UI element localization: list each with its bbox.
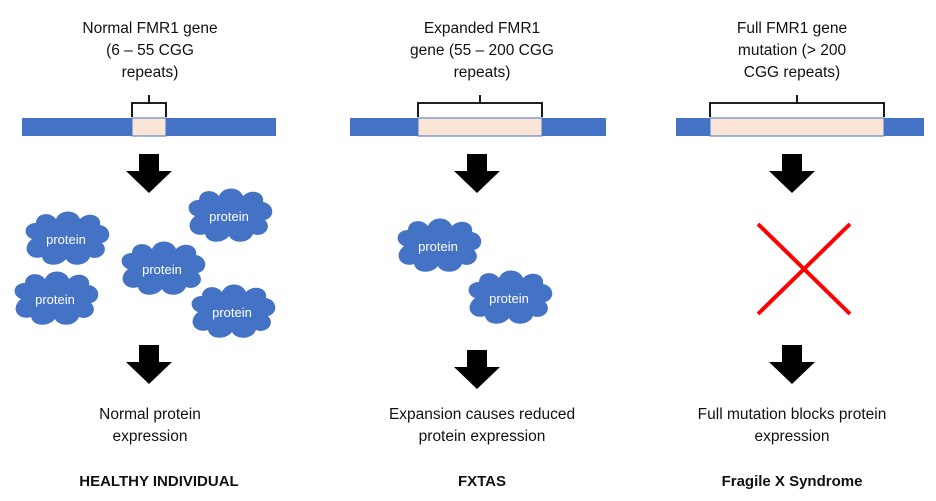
- protein-cloud: protein: [25, 211, 110, 265]
- protein-label: protein: [212, 305, 252, 320]
- protein-cloud: protein: [188, 188, 273, 242]
- result-text: Expansion causes reduced protein express…: [388, 406, 576, 445]
- protein-cloud: protein: [191, 284, 276, 338]
- down-arrow-icon: [769, 154, 815, 193]
- panel-expanded: protein protein Expanded FMR1 gene (55 –…: [312, 0, 624, 501]
- result-text: Full mutation blocks protein expression: [697, 406, 887, 445]
- protein-cloud: protein: [468, 270, 553, 324]
- gene-label: Normal FMR1 gene (6 – 55 CGG repeats): [82, 20, 218, 81]
- protein-label: protein: [489, 291, 529, 306]
- repeat-region: [709, 117, 885, 137]
- protein-cloud: protein: [397, 218, 482, 272]
- repeat-region: [131, 117, 167, 137]
- down-arrow-icon: [769, 345, 815, 384]
- protein-cloud: protein: [14, 271, 99, 325]
- result-text: Normal protein expression: [99, 406, 201, 445]
- protein-label: protein: [46, 232, 86, 247]
- outcome-label: FXTAS: [457, 473, 507, 490]
- down-arrow-icon: [454, 350, 500, 389]
- panel-full-mutation: Full FMR1 gene mutation (> 200 CGG repea…: [624, 0, 936, 501]
- full-mutation-diagram: [676, 95, 924, 384]
- protein-label: protein: [142, 262, 182, 277]
- outcome-label: Fragile X Syndrome: [721, 473, 863, 490]
- gene-label: Expanded FMR1 gene (55 – 200 CGG repeats…: [410, 20, 554, 81]
- repeat-bracket: [417, 95, 543, 117]
- outcome-label: HEALTHY INDIVIDUAL: [79, 473, 239, 490]
- protein-cloud: protein: [121, 241, 206, 295]
- repeat-bracket: [131, 95, 167, 117]
- blocked-cross-icon: [756, 222, 852, 316]
- down-arrow-icon: [126, 154, 172, 193]
- repeat-bracket: [709, 95, 885, 117]
- expanded-diagram: protein protein: [350, 95, 606, 389]
- protein-label: protein: [209, 209, 249, 224]
- down-arrow-icon: [126, 345, 172, 384]
- gene-label: Full FMR1 gene mutation (> 200 CGG repea…: [736, 20, 848, 81]
- down-arrow-icon: [454, 154, 500, 193]
- panel-normal: protein protein protein protein protein …: [0, 0, 312, 501]
- protein-label: protein: [35, 292, 75, 307]
- protein-label: protein: [418, 239, 458, 254]
- normal-diagram: protein protein protein protein protein: [14, 95, 276, 384]
- repeat-region: [417, 117, 543, 137]
